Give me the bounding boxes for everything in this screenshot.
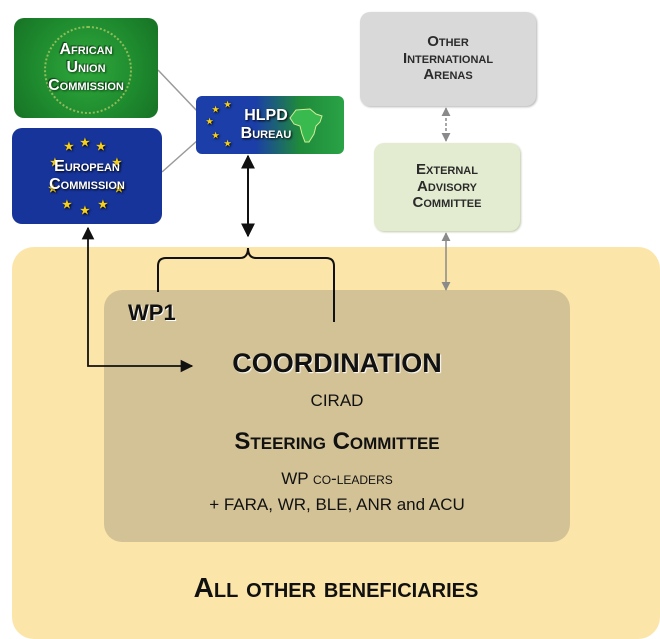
eu-star-icon: ★ (206, 117, 214, 126)
eu-star-icon: ★ (50, 157, 60, 169)
au-line3: Commission (48, 76, 124, 94)
ec-to-coordination-arrow (81, 226, 194, 373)
wp1-label: WP1 (128, 300, 176, 325)
eu-star-icon: ★ (224, 100, 232, 109)
arenas-line2: International (402, 49, 494, 67)
arenas-line3: Arenas (423, 66, 473, 84)
eu-star-icon: ★ (114, 183, 124, 195)
advisory-line1: External (416, 160, 478, 178)
african-union-commission-box: African Union Commission (14, 18, 158, 118)
arenas-line1: Other (427, 32, 469, 50)
eu-star-icon: ★ (98, 199, 108, 211)
hlpd-bureau-box: ★ ★ ★ ★ ★ HLPD Bureau (196, 96, 344, 154)
all-other-beneficiaries-title: All other beneficiaries (193, 572, 479, 603)
partners-text: + FARA, WR, BLE, ANR and ACU (209, 495, 465, 514)
au-emblem-icon (44, 26, 132, 114)
ec-line2: Commission (49, 176, 125, 193)
other-international-arenas-box: Other International Arenas (360, 12, 536, 106)
coordination-title: COORDINATION (232, 348, 442, 378)
eu-star-icon: ★ (62, 199, 72, 211)
hlpd-line1: HLPD (244, 107, 288, 125)
eu-star-icon: ★ (80, 205, 90, 217)
advisory-line2: Advisory (417, 177, 477, 195)
eu-star-icon: ★ (212, 131, 220, 140)
wp-coleaders-text: WP co-leaders (281, 469, 393, 488)
wp1-brace (157, 247, 335, 322)
eu-star-icon: ★ (80, 137, 90, 149)
eu-star-icon: ★ (64, 141, 74, 153)
eu-star-icon: ★ (212, 105, 220, 114)
coordinator-name: CIRAD (310, 391, 364, 410)
eu-star-icon: ★ (48, 183, 58, 195)
au-line2: Union (66, 59, 106, 77)
ec-line1: European (54, 158, 120, 176)
eu-star-icon: ★ (224, 139, 232, 148)
au-to-hlpd-line (157, 69, 199, 113)
eu-star-icon: ★ (96, 141, 106, 153)
africa-map-icon (289, 108, 323, 143)
advisory-line3: Committee (412, 194, 482, 212)
ec-to-hlpd-line (161, 139, 199, 173)
eu-star-icon: ★ (112, 157, 122, 169)
hlpd-line2: Bureau (240, 125, 292, 142)
au-line1: African (59, 41, 113, 59)
external-advisory-committee-box: External Advisory Committee (374, 143, 520, 231)
european-commission-box: ★ ★ ★ ★ ★ ★ ★ ★ ★ ★ European Commission (12, 128, 162, 224)
steering-committee-title: Steering Committee (234, 428, 440, 455)
